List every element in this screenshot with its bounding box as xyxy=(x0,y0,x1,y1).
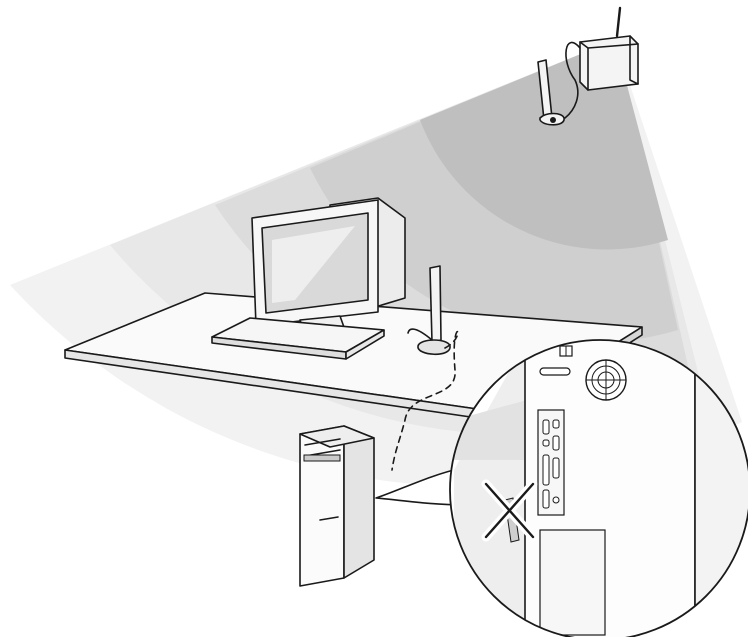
pc-tower-icon xyxy=(300,426,374,586)
